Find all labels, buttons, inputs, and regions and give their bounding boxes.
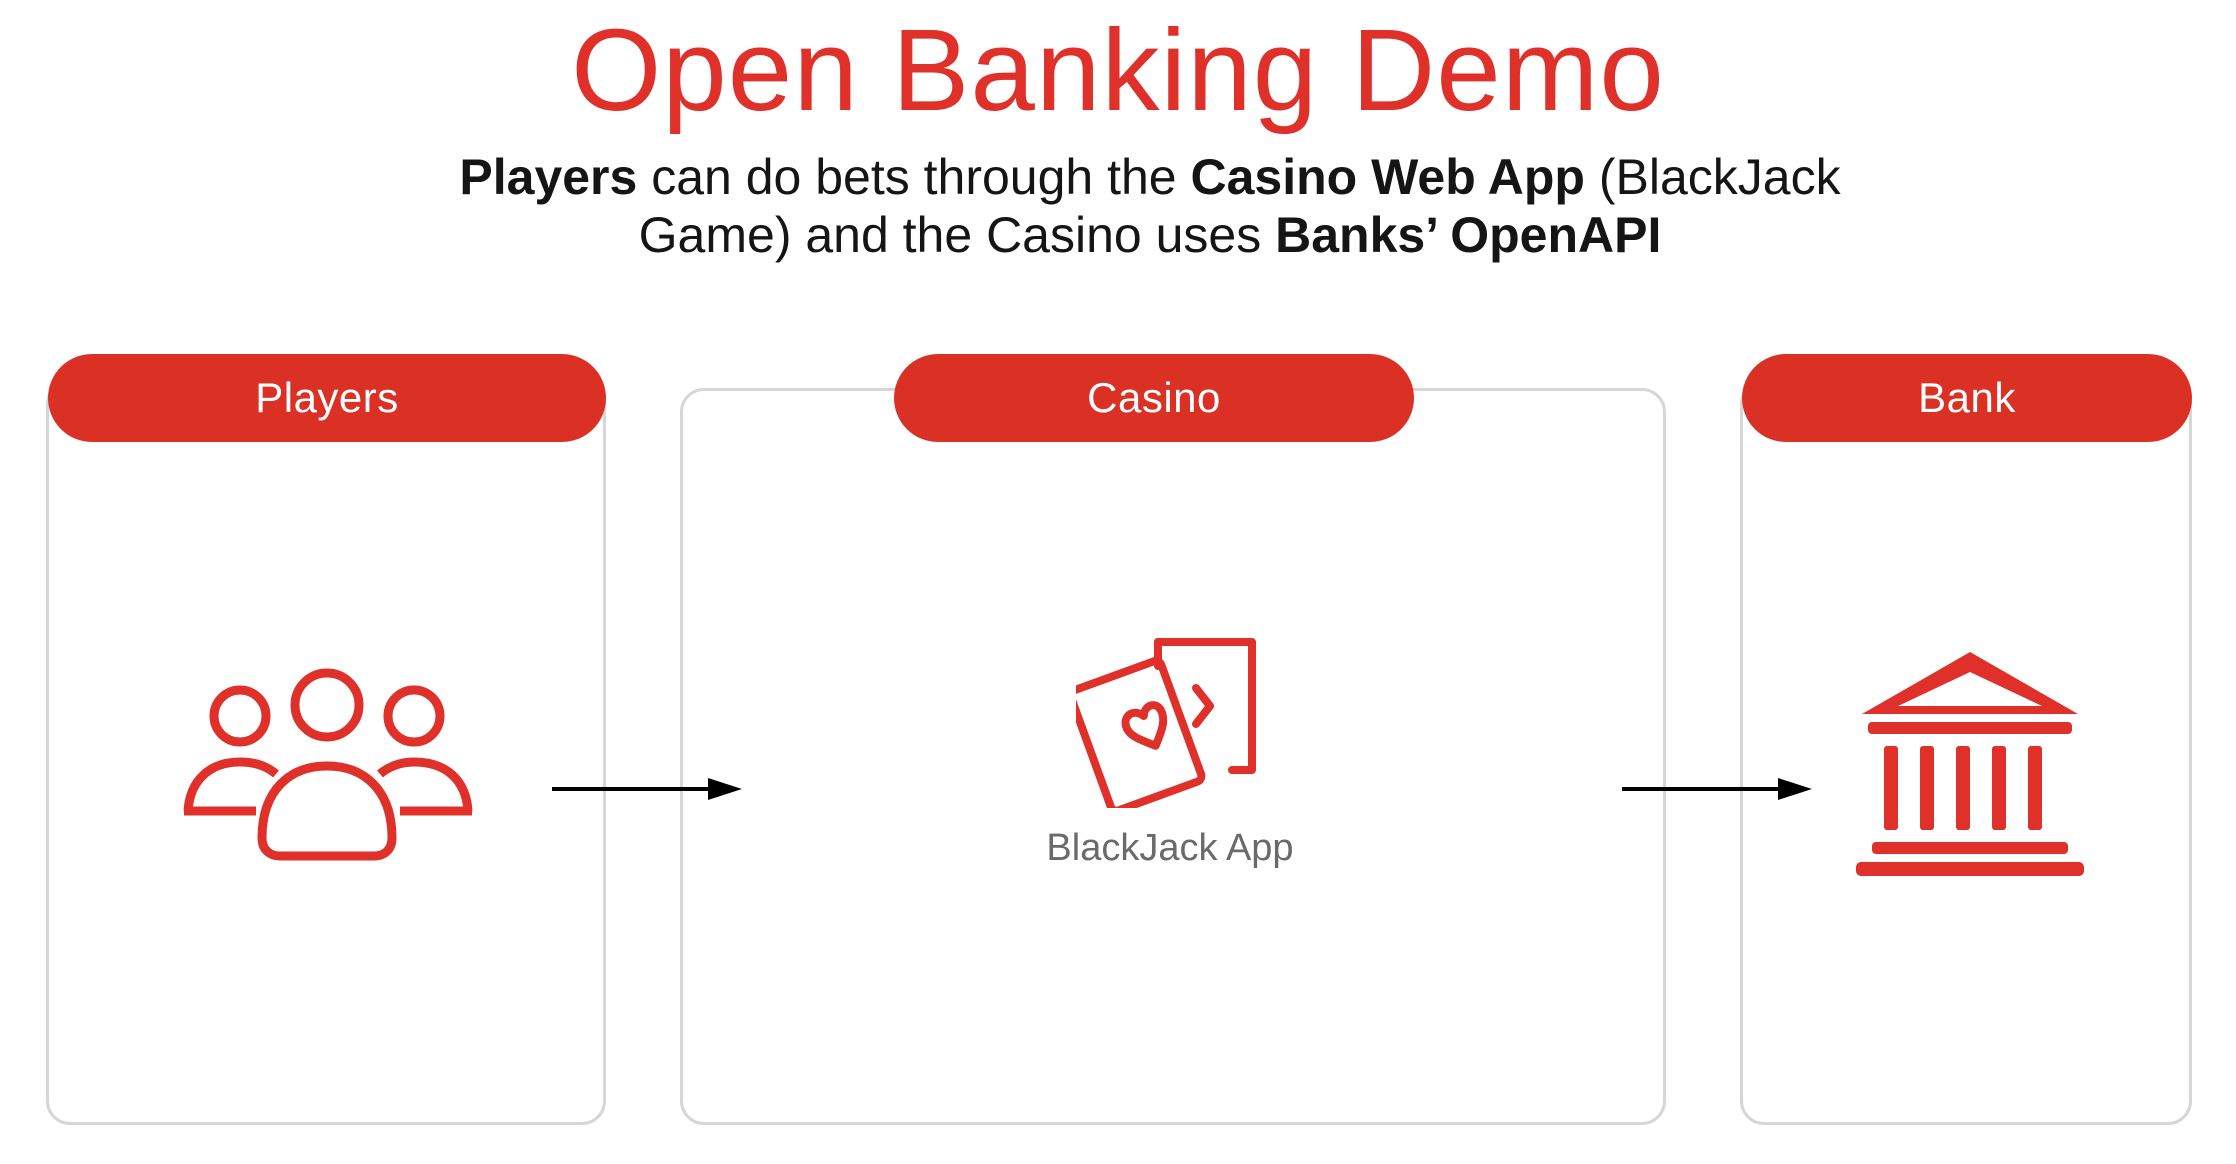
page-subtitle: Players can do bets through the Casino W… xyxy=(440,148,1860,264)
subtitle-casino-bold: Casino Web App xyxy=(1190,149,1585,205)
playing-cards-icon xyxy=(1076,638,1256,808)
subtitle-bank-bold: Banks’ OpenAPI xyxy=(1275,207,1662,263)
people-group-icon xyxy=(183,668,473,861)
bank-building-icon xyxy=(1856,652,2084,876)
subtitle-text-2: (BlackJack Game) and the Casino uses xyxy=(638,149,1841,263)
casino-header: Casino xyxy=(894,354,1414,442)
subtitle-text-1: can do bets through the xyxy=(637,149,1191,205)
blackjack-app-label: BlackJack App xyxy=(1046,827,1294,869)
arrow-casino-to-bank xyxy=(1622,778,1812,800)
players-header: Players xyxy=(48,354,606,442)
players-box xyxy=(46,380,606,1125)
subtitle-players-bold: Players xyxy=(459,149,638,205)
casino-box xyxy=(680,388,1666,1125)
bank-header: Bank xyxy=(1742,354,2192,442)
page-title: Open Banking Demo xyxy=(571,5,1665,135)
arrow-players-to-casino xyxy=(552,778,742,800)
